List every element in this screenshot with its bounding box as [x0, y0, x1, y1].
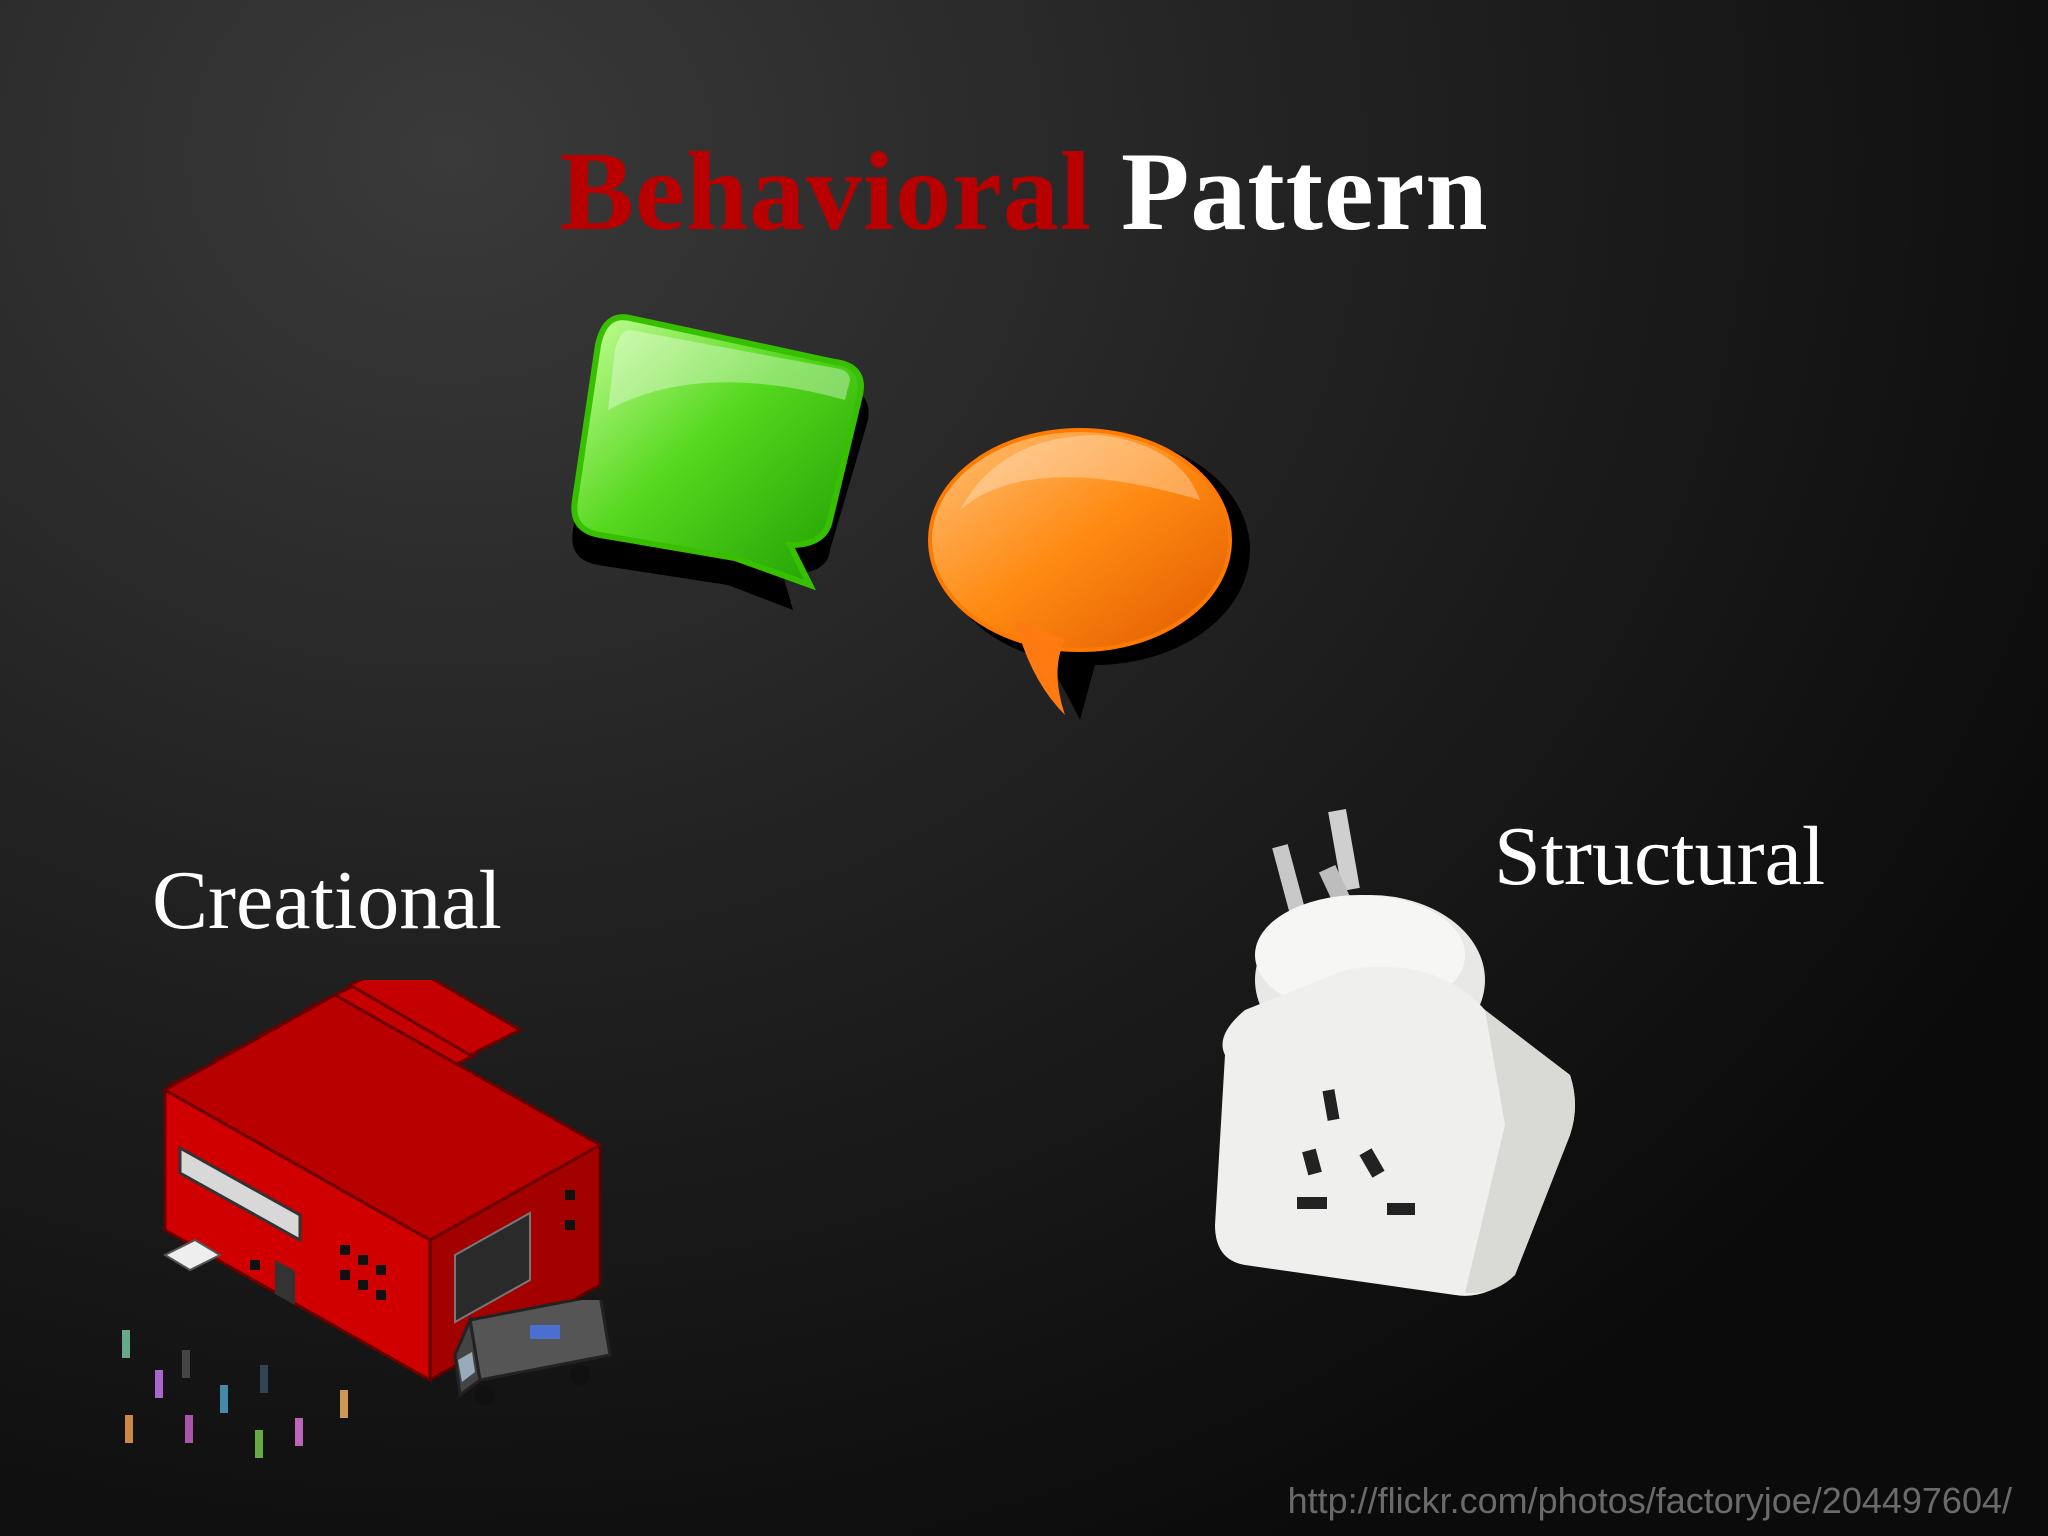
- speech-bubbles-icon: [571, 314, 1250, 720]
- title-behavioral: Behavioral: [559, 130, 1092, 254]
- power-plug-adapter-icon: [1215, 809, 1575, 1296]
- photo-credit-caption: http://flickr.com/photos/factoryjoe/2044…: [1287, 1480, 2012, 1521]
- people-and-van-icon: [122, 1300, 612, 1458]
- structural-label: Structural: [1494, 810, 1826, 903]
- title-pattern: Pattern: [1120, 130, 1489, 254]
- slide-title: Behavioral Pattern: [0, 128, 2048, 257]
- creational-label: Creational: [152, 854, 502, 947]
